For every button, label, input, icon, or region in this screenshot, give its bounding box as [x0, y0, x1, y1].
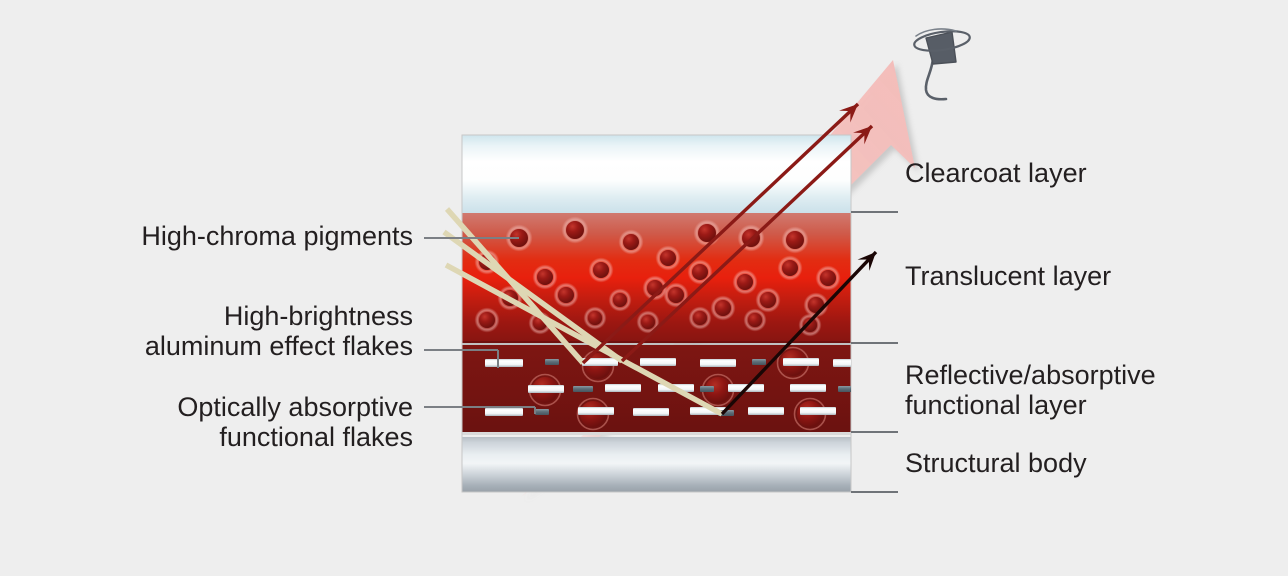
aluminum-flake-bar: [582, 358, 618, 366]
layer-stack: [461, 134, 852, 493]
pigment-dot-group: [474, 216, 841, 337]
pigment-dot: [537, 269, 553, 285]
pigment-dot: [593, 262, 609, 278]
aluminum-flake-bar: [528, 385, 564, 393]
reflected-light-ray: [620, 124, 874, 363]
incoming-ray-group: [442, 207, 724, 417]
aluminum-flake-bar: [783, 358, 819, 366]
aluminum-flake-bar: [790, 384, 826, 392]
callout-label-line: Optically absorptive: [177, 392, 413, 422]
pigment-dot: [715, 300, 731, 316]
layer-label-line: Structural body: [905, 448, 1087, 478]
layer-structural-rect: [462, 437, 851, 492]
layer-label-translucent: Translucent layer: [905, 261, 1111, 291]
dark-flake-bar: [573, 386, 593, 392]
layer-label-clearcoat: Clearcoat layer: [905, 158, 1087, 188]
callout-label-line: aluminum effect flakes: [144, 331, 413, 361]
dark-flake-bar: [838, 386, 851, 392]
arrow-head: [853, 126, 872, 145]
aluminum-flake-bar: [485, 408, 523, 416]
dark-flake-bar: [700, 386, 714, 392]
pigment-dot: [803, 318, 817, 332]
aluminum-flake-bar: [833, 359, 851, 367]
pigment-dot: [782, 260, 798, 276]
dark-flake-bar: [535, 409, 549, 415]
dark-flake-bar: [545, 359, 559, 365]
layer-clearcoat-rect: [462, 135, 851, 213]
aluminum-flake-bar: [748, 407, 784, 415]
pigment-dot: [786, 231, 804, 249]
pigment-dot: [641, 315, 655, 329]
pigment-dot: [693, 311, 707, 325]
pigment-dot: [558, 287, 574, 303]
pigment-dot: [623, 234, 639, 250]
absorbed-ray-group: [720, 250, 878, 416]
layer-label-line: functional layer: [905, 390, 1087, 420]
arrow-head: [857, 252, 876, 271]
pigment-dot: [820, 270, 836, 286]
aluminum-flake-bar: [640, 358, 676, 366]
reflected-light-ray: [581, 102, 860, 365]
layer-label-line: Clearcoat layer: [905, 158, 1087, 188]
absorbed-light-ray: [720, 250, 878, 416]
pigment-dot: [760, 292, 776, 308]
aluminum-flake-bar: [485, 359, 523, 367]
pigment-dot: [566, 221, 584, 239]
pigment-dot: [748, 313, 762, 327]
layer-label-structural: Structural body: [905, 448, 1087, 478]
pigment-dot: [613, 293, 627, 307]
pigment-dot: [660, 250, 676, 266]
pigment-dot: [692, 264, 708, 280]
left-leader-line-group: [424, 237, 536, 414]
incoming-light-ray: [444, 262, 724, 417]
pigment-dot: [588, 311, 602, 325]
callout-label-pigments: High-chroma pigments: [141, 221, 413, 251]
pigment-dot: [668, 287, 684, 303]
aluminum-flake-bar: [605, 384, 641, 392]
pigment-dot: [698, 224, 716, 242]
callout-label-line: High-chroma pigments: [141, 221, 413, 251]
absorptive-flake: [705, 377, 731, 403]
pigment-dot: [479, 312, 495, 328]
pigment-dot: [737, 274, 753, 290]
layer-label-line: Reflective/absorptive: [905, 360, 1156, 390]
layer-label-line: Translucent layer: [905, 261, 1112, 291]
aluminum-flake-bar: [800, 407, 836, 415]
right-tick-line-group: [851, 211, 898, 493]
incoming-light-ray: [442, 229, 624, 364]
arrow-head: [839, 104, 858, 123]
callout-label-line: High-brightness: [223, 301, 413, 331]
lamp-icon: [913, 28, 971, 101]
aluminum-flake-bar: [633, 408, 669, 416]
dark-flake-bar: [752, 359, 766, 365]
aluminum-flake-bar: [700, 359, 736, 367]
callout-label-line: functional flakes: [219, 422, 413, 452]
aluminum-flake-bar: [578, 407, 614, 415]
outgoing-ray-group: [581, 102, 874, 365]
